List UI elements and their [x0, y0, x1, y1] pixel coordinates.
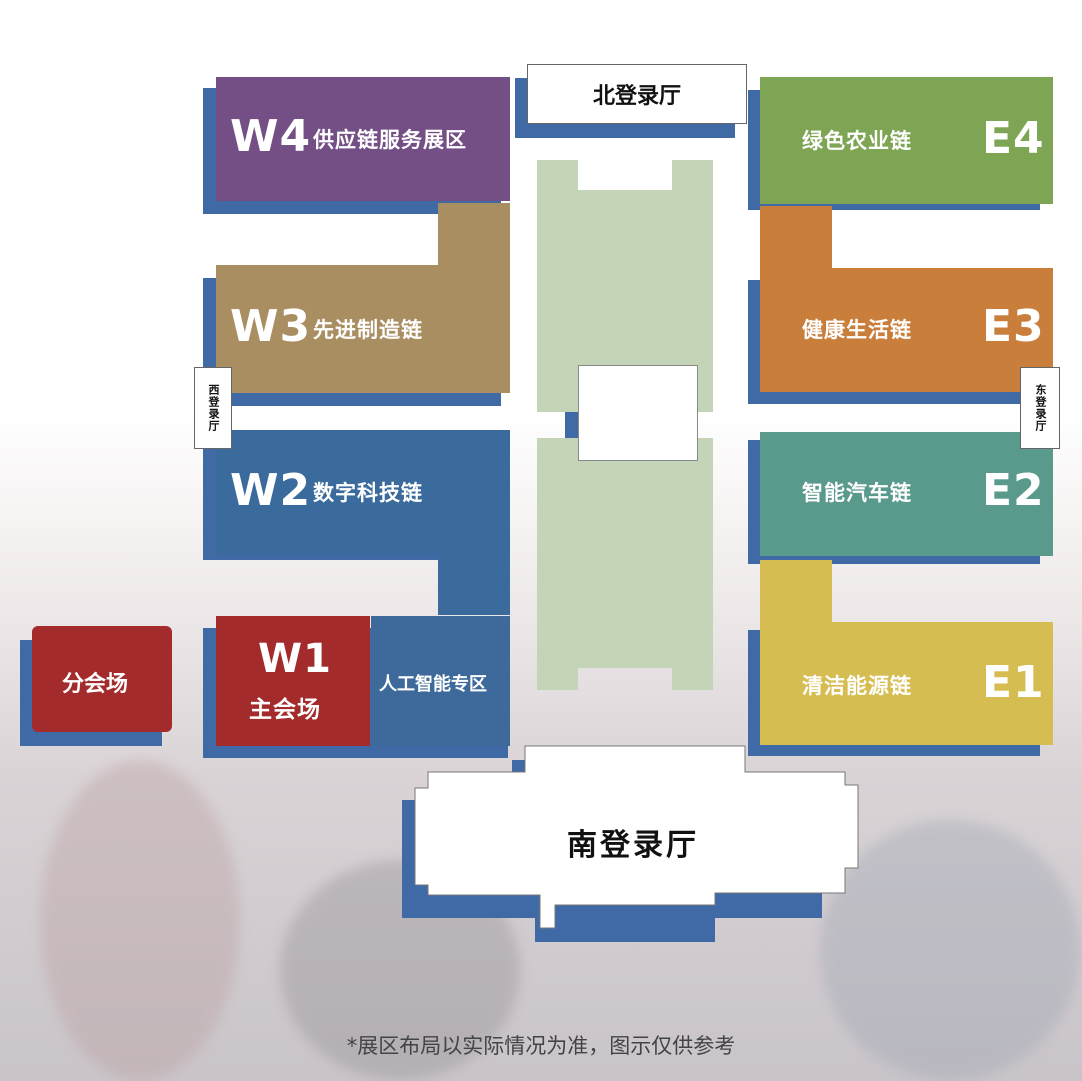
zone-w4-name: 供应链服务展区 [313, 128, 467, 152]
background-blob [820, 820, 1080, 1080]
zone-w1-name: 主会场 [249, 697, 321, 723]
w3-block [216, 203, 510, 393]
green-area-south [537, 438, 713, 690]
zone-e2[interactable]: 智能汽车链 E2 [760, 432, 1053, 556]
w2-block [216, 430, 510, 615]
background-blob [40, 760, 240, 1080]
zone-e2-name: 智能汽车链 [802, 481, 912, 505]
zone-e1-code: E1 [982, 657, 1045, 708]
zone-w2-code: W2 [230, 465, 312, 516]
north-hall[interactable]: 北登录厅 [527, 64, 747, 124]
zone-e4-code: E4 [982, 113, 1045, 164]
zone-e1-name: 清洁能源链 [802, 674, 912, 698]
west-hall-label: 西登录厅 [207, 384, 220, 432]
sub-venue-label: 分会场 [62, 672, 129, 697]
center-box [578, 365, 698, 461]
zone-w1[interactable]: W1 主会场 [216, 616, 370, 746]
east-hall[interactable]: 东登录厅 [1020, 367, 1060, 449]
ai-zone[interactable]: 人工智能专区 [371, 616, 510, 746]
zone-e4[interactable]: 绿色农业链 E4 [760, 77, 1053, 204]
ai-zone-label: 人工智能专区 [379, 674, 487, 695]
zone-e2-code: E2 [982, 465, 1045, 516]
zone-w4[interactable]: W4 供应链服务展区 [216, 77, 510, 201]
south-hall-label: 南登录厅 [567, 828, 699, 863]
hall-shadow [535, 900, 715, 942]
zone-e3-name: 健康生活链 [802, 318, 912, 342]
south-hall-shape [414, 745, 859, 929]
east-hall-label: 东登录厅 [1034, 384, 1047, 432]
green-area-north [537, 160, 713, 412]
zone-w4-code: W4 [230, 111, 312, 162]
zone-e3-code: E3 [982, 301, 1045, 352]
zone-w3-code: W3 [230, 301, 312, 352]
footnote: *展区布局以实际情况为准，图示仅供参考 [346, 1034, 736, 1058]
zone-e4-name: 绿色农业链 [802, 129, 912, 153]
sub-venue[interactable]: 分会场 [32, 626, 172, 732]
e1-block [760, 560, 1053, 745]
zone-w2-name: 数字科技链 [313, 481, 423, 505]
e3-block [760, 206, 1053, 392]
zone-w3-name: 先进制造链 [313, 318, 423, 342]
zone-w1-code: W1 [258, 636, 332, 682]
north-hall-label: 北登录厅 [592, 84, 681, 109]
west-hall[interactable]: 西登录厅 [194, 367, 232, 449]
